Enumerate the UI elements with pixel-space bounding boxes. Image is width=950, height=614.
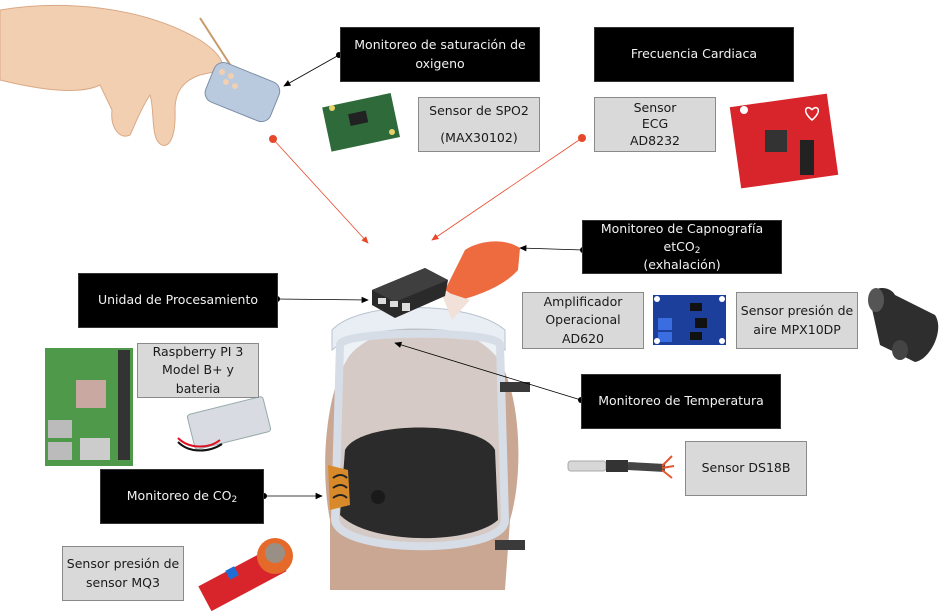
arrow-processing xyxy=(274,296,369,304)
air-pressure-sensor-label: Sensor presión de aire MPX10DP xyxy=(740,303,854,337)
mq3-sensor-label: Sensor presión de sensor MQ3 xyxy=(66,556,180,590)
mq3-sensor-box: Sensor presión de sensor MQ3 xyxy=(62,546,184,601)
co2-monitor-box: Monitoreo de CO2 xyxy=(100,469,264,524)
processing-unit-box: Unidad de Procesamiento xyxy=(78,273,278,328)
amplifier-label: Amplificador Operacional AD620 xyxy=(543,294,623,346)
capnography-tube-image xyxy=(440,241,520,320)
processing-unit-image xyxy=(372,268,448,318)
arrow-capnography xyxy=(519,245,586,253)
raspberry-pi-label: Raspberry PI 3 Model B+ y bateria xyxy=(152,344,244,396)
spo2-monitor-label: Monitoreo de saturación de oxigeno xyxy=(354,37,526,71)
spo2-sensor-box: Sensor de SPO2 (MAX30102) xyxy=(418,97,540,152)
raspberry-pi-box: Raspberry PI 3 Model B+ y bateria xyxy=(137,343,259,398)
co2-monitor-label: Monitoreo de CO2 xyxy=(126,488,238,506)
temperature-sensor-label: Sensor DS18B xyxy=(701,460,791,476)
hand-oximeter-image xyxy=(0,4,281,146)
processing-unit-label: Unidad de Procesamiento xyxy=(97,292,259,308)
raspberry-pi-image xyxy=(45,348,133,466)
capnography-box: Monitoreo de Capnografía etCO2 (exhalaci… xyxy=(582,220,782,274)
temperature-probe-image xyxy=(567,455,675,479)
temperature-sensor-box: Sensor DS18B xyxy=(685,441,807,496)
capnography-label: Monitoreo de Capnografía etCO2 xyxy=(600,220,764,256)
arrow-temperature xyxy=(394,341,584,403)
capnography-sublabel: (exhalación) xyxy=(643,257,721,273)
battery-image xyxy=(177,396,272,452)
arrow-red-right xyxy=(431,134,586,241)
temperature-label: Monitoreo de Temperatura xyxy=(598,393,764,409)
heart-rate-label: Frecuencia Cardiaca xyxy=(630,46,758,62)
ecg-sensor-box: Sensor ECG AD8232 xyxy=(594,97,716,152)
spo2-sensor-image xyxy=(322,92,400,152)
arrow-red-left xyxy=(269,135,369,244)
arrow-spo2 xyxy=(283,52,342,87)
temperature-box: Monitoreo de Temperatura xyxy=(581,374,781,429)
spo2-monitor-box: Monitoreo de saturación de oxigeno xyxy=(340,27,540,82)
heart-rate-box: Frecuencia Cardiaca xyxy=(594,27,794,82)
pressure-sensor-image xyxy=(868,288,939,362)
mq3-sensor-image xyxy=(198,538,293,612)
air-pressure-sensor-box: Sensor presión de aire MPX10DP xyxy=(736,292,858,349)
spo2-sensor-label: Sensor de SPO2 (MAX30102) xyxy=(429,102,529,146)
arrow-co2 xyxy=(261,492,323,500)
amplifier-image xyxy=(653,295,726,345)
mask-head-image xyxy=(325,307,530,590)
amplifier-box: Amplificador Operacional AD620 xyxy=(522,292,644,349)
ecg-sensor-image xyxy=(729,93,839,189)
ecg-sensor-label: Sensor ECG AD8232 xyxy=(630,100,680,148)
